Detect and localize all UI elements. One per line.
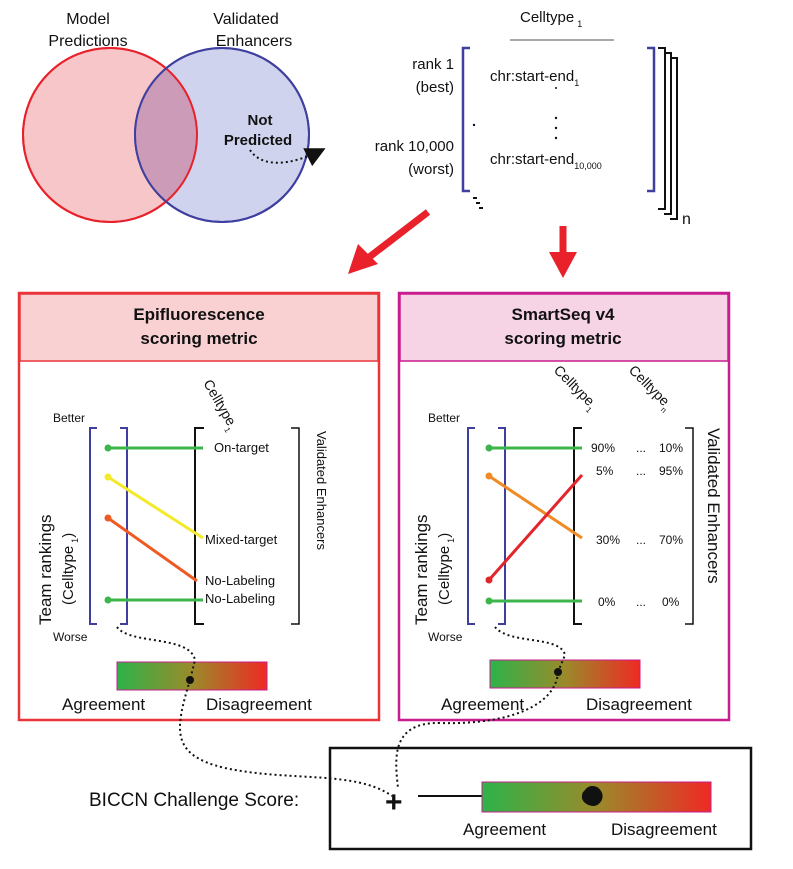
- smartseq-line-90-dot: [485, 444, 493, 452]
- smartseq-disagreement: Disagreement: [586, 695, 692, 714]
- epi-title-1: Epifluorescence: [133, 305, 264, 324]
- smartseq-worse: Worse: [428, 630, 463, 644]
- smartseq-line-5: [487, 474, 584, 581]
- smartseq-header: [399, 293, 729, 362]
- venn-diagram: Model Predictions Validated Enhancers No…: [22, 11, 326, 223]
- smartseq-right-bracket: [685, 427, 694, 625]
- epi-line-no-label-dot: [104, 514, 112, 522]
- rank-first-label: rank 1: [412, 56, 454, 73]
- challenge-disagreement: Disagreement: [611, 820, 717, 839]
- predicted-label: Predicted: [224, 132, 292, 149]
- smartseq-agreement: Agreement: [441, 695, 524, 714]
- smartseq-class-bracket: [573, 427, 582, 625]
- smartseq-row3-dots: ...: [636, 533, 646, 547]
- epi-worse: Worse: [53, 630, 88, 644]
- smartseq-row4-col1: 0%: [598, 595, 616, 609]
- challenge-score-box: [328, 746, 753, 851]
- epi-right-axis-label: Validated Enhancers: [314, 431, 329, 551]
- epi-line-mixed-dot: [104, 473, 112, 481]
- challenge-plus: +: [385, 786, 403, 819]
- smartseq-row2-col1: 5%: [596, 464, 614, 478]
- smartseq-worse-to-bar: [494, 626, 567, 673]
- epi-line-no-label-2-dot: [104, 596, 112, 604]
- smartseq-lines: [485, 444, 584, 605]
- smartseq-line-30-dot: [485, 472, 493, 480]
- smartseq-axis-label: Team rankings: [412, 514, 431, 625]
- epifluorescence-panel: Epifluorescence scoring metric Celltype1…: [17, 291, 381, 722]
- epi-axis-label: Team rankings: [36, 514, 55, 625]
- validated-label: Validated: [213, 11, 279, 28]
- smartseq-row1-col1: 90%: [591, 441, 615, 455]
- not-label: Not: [248, 112, 273, 129]
- smartseq-axis-sublabel: (Celltype1): [436, 533, 456, 605]
- challenge-score: BICCN Challenge Score: + Agreement Disag…: [89, 746, 753, 851]
- epi-title-2: scoring metric: [140, 329, 257, 348]
- epi-class-bracket: [194, 427, 204, 625]
- epi-category-no-labeling-2: No-Labeling: [205, 591, 275, 606]
- epi-category-mixed-target: Mixed-target: [205, 532, 278, 547]
- matrix-right-bracket: [647, 46, 656, 193]
- smartseq-title-2: scoring metric: [504, 329, 621, 348]
- smartseq-row4-dots: ...: [636, 595, 646, 609]
- smartseq-panel: SmartSeq v4 scoring metric Celltype1 Cel…: [397, 291, 731, 722]
- epi-better: Better: [53, 411, 85, 425]
- epi-bar-to-score: [179, 679, 393, 797]
- rank-last-label: rank 10,000: [375, 138, 454, 155]
- epi-line-on-target-dot: [104, 444, 112, 452]
- smartseq-line-5-dot: [485, 576, 493, 584]
- epi-axis-sublabel: (Celltype1): [60, 533, 80, 605]
- rank-first-sublabel: (best): [416, 79, 454, 96]
- model-label: Model: [66, 11, 110, 28]
- stack-count-label: n: [682, 211, 691, 228]
- smartseq-row3-col1: 30%: [596, 533, 620, 547]
- arrow-to-smartseq: [549, 252, 577, 278]
- predictions-label: Predictions: [48, 33, 127, 50]
- epi-disagreement: Disagreement: [206, 695, 312, 714]
- smartseq-row4-coln: 0%: [662, 595, 680, 609]
- challenge-score-blob: [581, 785, 603, 806]
- smartseq-row2-coln: 95%: [659, 464, 683, 478]
- epi-header: [19, 293, 379, 362]
- matrix-left-bracket: [461, 46, 470, 193]
- arrow-to-epi: [348, 244, 378, 274]
- entry-first: chr:start-end1: [490, 68, 579, 88]
- smartseq-line-30: [488, 474, 583, 540]
- venn-overlap: [135, 48, 197, 222]
- smartseq-better: Better: [428, 411, 460, 425]
- challenge-score-label: BICCN Challenge Score:: [89, 790, 299, 811]
- epi-agreement: Agreement: [62, 695, 145, 714]
- dotted-connectors: [116, 626, 567, 797]
- smartseq-rank-bracket: [467, 427, 506, 625]
- epi-rank-bracket: [89, 427, 128, 625]
- epi-line-mixed: [107, 475, 204, 540]
- epi-lines: [104, 444, 204, 604]
- smartseq-row1-coln: 10%: [659, 441, 683, 455]
- rank-last-sublabel: (worst): [408, 161, 454, 178]
- challenge-agreement: Agreement: [463, 820, 546, 839]
- entry-last: chr:start-end10,000: [490, 151, 602, 171]
- epi-worse-to-bar: [116, 626, 197, 681]
- smartseq-title-1: SmartSeq v4: [512, 305, 616, 324]
- smartseq-row1-dots: ...: [636, 441, 646, 455]
- not-predicted-arrow: [249, 148, 326, 167]
- enhancers-label: Enhancers: [216, 33, 293, 50]
- epi-category-no-labeling: No-Labeling: [205, 573, 275, 588]
- flow-arrows: [348, 209, 577, 278]
- smartseq-gradient-bar: [489, 659, 641, 689]
- epi-line-no-label: [107, 516, 198, 583]
- epi-right-bracket: [291, 427, 300, 625]
- smartseq-row3-coln: 70%: [659, 533, 683, 547]
- smartseq-right-axis-label: Validated Enhancers: [704, 428, 723, 584]
- smartseq-row2-dots: ...: [636, 464, 646, 478]
- epi-gradient-bar: [116, 661, 268, 691]
- smartseq-line-0-dot: [485, 597, 493, 605]
- epi-category-on-target: On-target: [214, 440, 269, 455]
